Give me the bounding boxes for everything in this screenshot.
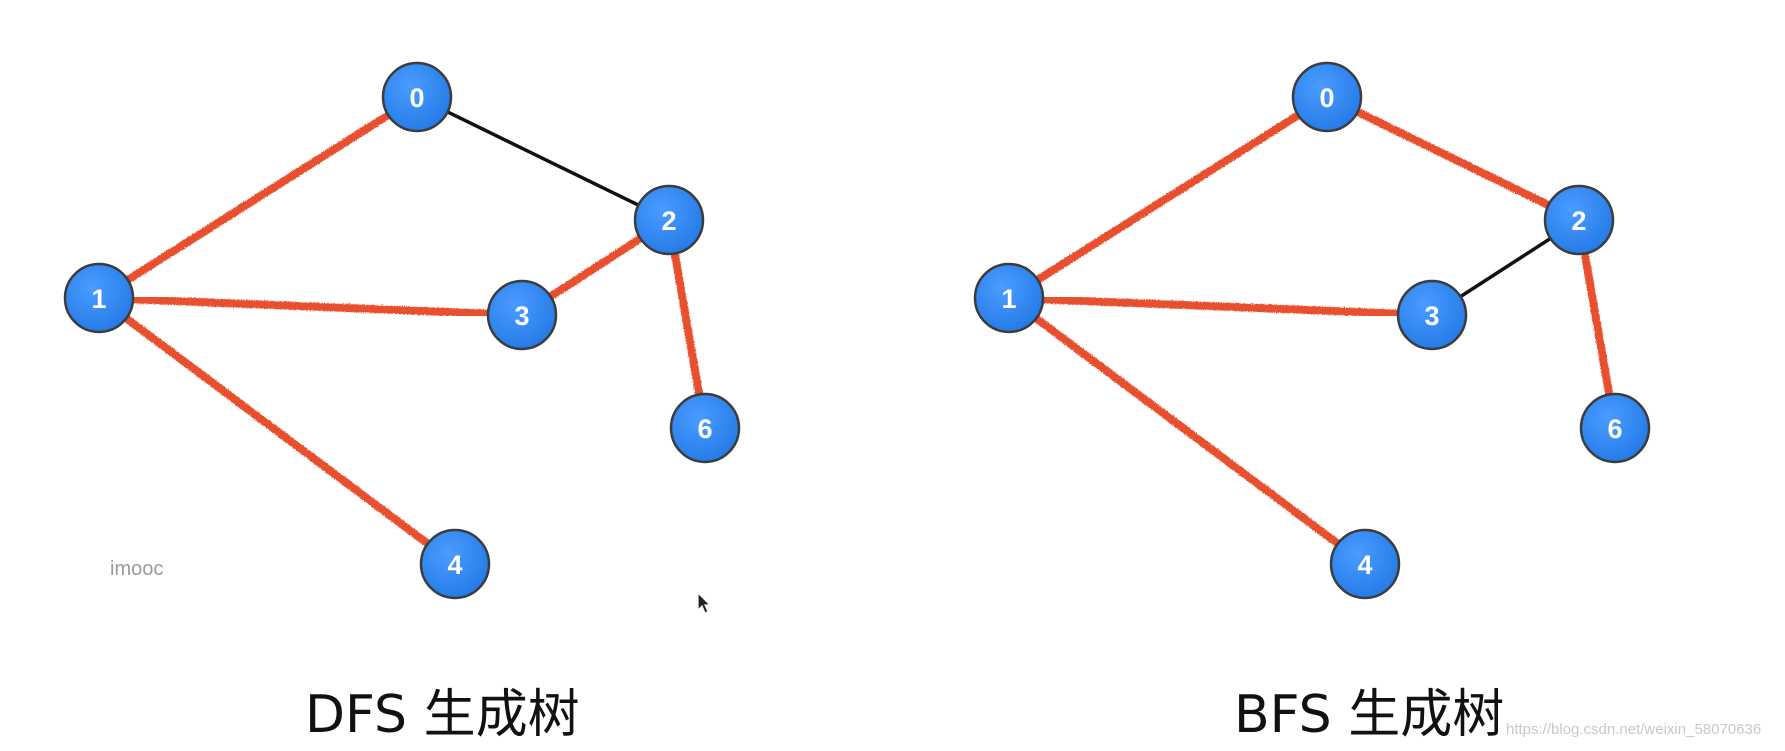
bfs-node-3-circle: [1396, 279, 1468, 351]
bfs-node-2: 2: [1543, 184, 1615, 256]
bfs-node-3: 3: [1396, 279, 1468, 351]
bfs-node-0-circle: [1291, 61, 1363, 133]
dfs-node-4-label: 4: [447, 550, 462, 580]
dfs-node-2: 2: [633, 184, 705, 256]
dfs-tree-title: DFS 生成树: [305, 685, 580, 745]
bfs-node-6: 6: [1579, 392, 1651, 464]
bfs-node-6-circle: [1579, 392, 1651, 464]
source-credit-watermark: https://blog.csdn.net/weixin_58070636: [1506, 721, 1762, 738]
bfs-node-0: 0: [1291, 61, 1363, 133]
bfs-node-2-circle: [1543, 184, 1615, 256]
bfs-node-4-circle: [1329, 528, 1401, 600]
dfs-node-6: 6: [669, 392, 741, 464]
bfs-node-4-label: 4: [1357, 550, 1372, 580]
bfs-node-1-label: 1: [1001, 284, 1016, 314]
bfs-spanning-tree-graph: 0 1 2 3 4 6: [973, 61, 1651, 600]
dfs-node-0-circle: [381, 61, 453, 133]
dfs-node-2-label: 2: [661, 206, 676, 236]
bfs-node-1: 1: [973, 262, 1045, 334]
dfs-node-3-label: 3: [514, 301, 529, 331]
bfs-node-4: 4: [1329, 528, 1401, 600]
dfs-node-3-circle: [486, 279, 558, 351]
dfs-tree-edge-1-4: [95, 294, 459, 568]
dfs-node-1-circle: [63, 262, 135, 334]
bfs-tree-edge-1-3: [1005, 294, 1436, 319]
dfs-node-6-circle: [669, 392, 741, 464]
bfs-node-3-label: 3: [1424, 301, 1439, 331]
bfs-tree-edge-0-2: [1323, 93, 1583, 224]
dfs-node-0-label: 0: [409, 83, 424, 113]
bfs-node-6-label: 6: [1607, 414, 1622, 444]
bfs-node-0-label: 0: [1319, 83, 1334, 113]
dfs-node-1: 1: [63, 262, 135, 334]
bfs-node-1-circle: [973, 262, 1045, 334]
dfs-spanning-tree-graph: 0 1 2 3 4 6: [63, 61, 741, 600]
dfs-tree-edge-1-3: [95, 294, 526, 319]
dfs-node-1-label: 1: [91, 284, 106, 314]
bfs-tree-edge-1-4: [1005, 294, 1369, 568]
imooc-watermark: imooc: [110, 558, 164, 580]
bfs-tree-edge-1-0: [1005, 93, 1331, 302]
bfs-node-2-label: 2: [1571, 206, 1586, 236]
mouse-cursor-icon: [697, 592, 712, 614]
dfs-node-4: 4: [419, 528, 491, 600]
dfs-node-0: 0: [381, 61, 453, 133]
dfs-node-3: 3: [486, 279, 558, 351]
dfs-node-4-circle: [419, 528, 491, 600]
dfs-node-6-label: 6: [697, 414, 712, 444]
dfs-tree-edge-1-0: [95, 93, 421, 302]
dfs-node-2-circle: [633, 184, 705, 256]
dfs-edge-0-2: [415, 95, 671, 222]
bfs-tree-title: BFS 生成树: [1234, 685, 1505, 745]
